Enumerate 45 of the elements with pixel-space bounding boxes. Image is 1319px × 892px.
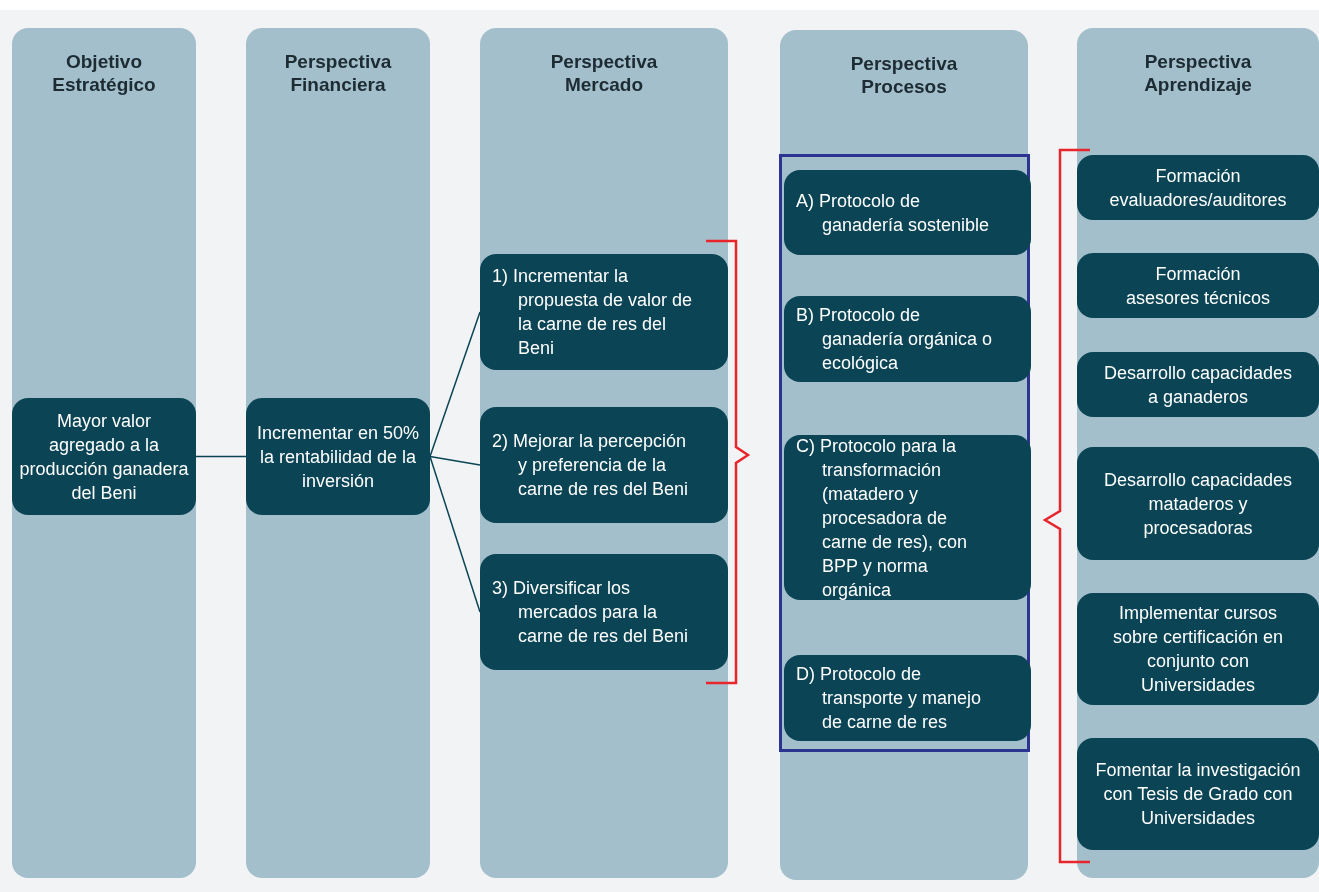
box-text: 3) Diversificar los mercados para la carne de res del Beni [492, 577, 690, 648]
column-panel [246, 28, 430, 878]
column-heading: Objetivo Estratégico [51, 50, 157, 96]
process-box [784, 435, 1031, 600]
box-text: B) Protocolo de ganadería orgánica o ecológica [796, 304, 994, 375]
process-box [1077, 447, 1319, 560]
connector-line [429, 455, 481, 613]
box-text: A) Protocolo de ganadería sostenible [796, 189, 991, 237]
connector-line [429, 455, 481, 466]
box-text: Implementar cursos sobre certificación en conjunto con Universidades [1111, 602, 1285, 697]
outline-frame [779, 154, 1030, 752]
connector-line [195, 455, 247, 458]
column-panel [1077, 28, 1319, 878]
process-box [784, 296, 1031, 382]
box-text: Fomentar la investigación con Tesis de Grado con Universidades [1094, 759, 1302, 830]
process-box [784, 655, 1031, 741]
process-box [784, 170, 1031, 255]
box-text: Formación evaluadores/auditores [1108, 164, 1288, 212]
process-box [480, 407, 728, 523]
process-box [1077, 253, 1319, 318]
process-box [246, 398, 430, 515]
process-box [1077, 738, 1319, 850]
box-text: Desarrollo capacidades a ganaderos [1102, 361, 1294, 409]
column-heading: Perspectiva Financiera [283, 50, 393, 96]
process-box [1077, 593, 1319, 705]
column-heading: Perspectiva Aprendizaje [1143, 50, 1253, 96]
column-heading: Perspectiva Procesos [849, 52, 959, 98]
box-text: Formación asesores técnicos [1124, 262, 1272, 310]
column-panel [12, 28, 196, 878]
box-text: 2) Mejorar la percepción y preferencia de la carne de res del Beni [492, 430, 690, 501]
process-box [1077, 155, 1319, 220]
box-text: Mayor valor agregado a la producción ganadera del Beni [19, 409, 189, 505]
box-text: D) Protocolo de transporte y manejo de carne de res [796, 663, 983, 734]
connector-line [429, 311, 481, 458]
box-text: Desarrollo capacidades mataderos y procesadoras [1103, 468, 1293, 540]
column-panel [480, 28, 728, 878]
box-text: C) Protocolo para la transformación (matadero y procesadora de carne de res), con BPP y norma orgánica [796, 434, 969, 602]
column-panel [780, 30, 1028, 880]
process-box [1077, 352, 1319, 417]
process-box [480, 554, 728, 670]
process-box [480, 254, 728, 370]
box-text: 1) Incrementar la propuesta de valor de la carne de res del Beni [492, 265, 694, 360]
process-box [12, 398, 196, 515]
column-heading: Perspectiva Mercado [549, 50, 659, 96]
box-text: Incrementar en 50% la rentabilidad de la inversión [255, 421, 421, 493]
